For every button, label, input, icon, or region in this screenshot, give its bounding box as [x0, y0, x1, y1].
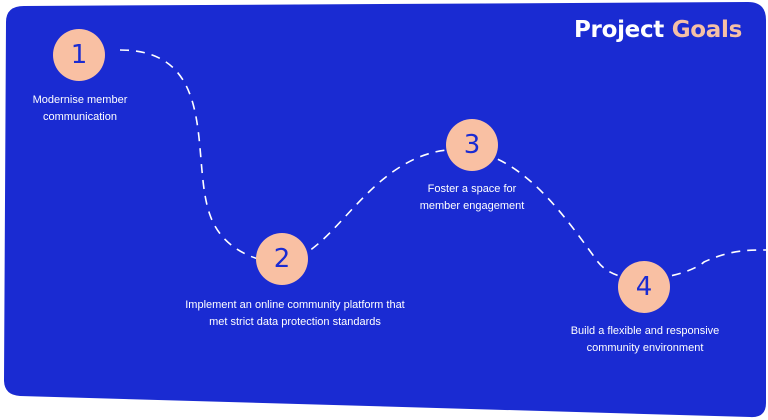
goal-4-line-1: Build a flexible and responsive [570, 325, 720, 337]
page-title: Project Goals [574, 17, 742, 43]
goal-2-label: Implement an online community platform t… [155, 297, 435, 331]
goal-4-marker: 4 [618, 261, 670, 313]
card-shape [4, 2, 766, 418]
goal-2-line-1: Implement an online community platform t… [185, 299, 405, 311]
goal-1-label: Modernise member communication [10, 92, 150, 126]
goal-3-line-1: Foster a space for [427, 183, 517, 195]
goal-1-marker: 1 [53, 29, 105, 81]
goal-1-line-2: communication [43, 111, 117, 123]
goal-3-line-2: member engagement [419, 200, 525, 212]
goal-3-marker: 3 [446, 119, 498, 171]
goal-1-line-1: Modernise member [32, 94, 128, 106]
goal-4-label: Build a flexible and responsive communit… [550, 323, 740, 357]
goal-2-marker: 2 [256, 233, 308, 285]
title-accent: Goals [671, 17, 743, 43]
goal-3-label: Foster a space for member engagement [387, 181, 557, 215]
goal-2-line-2: met strict data protection standards [209, 316, 381, 328]
dashed-path [119, 49, 767, 280]
title-main: Project [573, 17, 664, 43]
goal-4-line-2: community environment [586, 342, 704, 354]
